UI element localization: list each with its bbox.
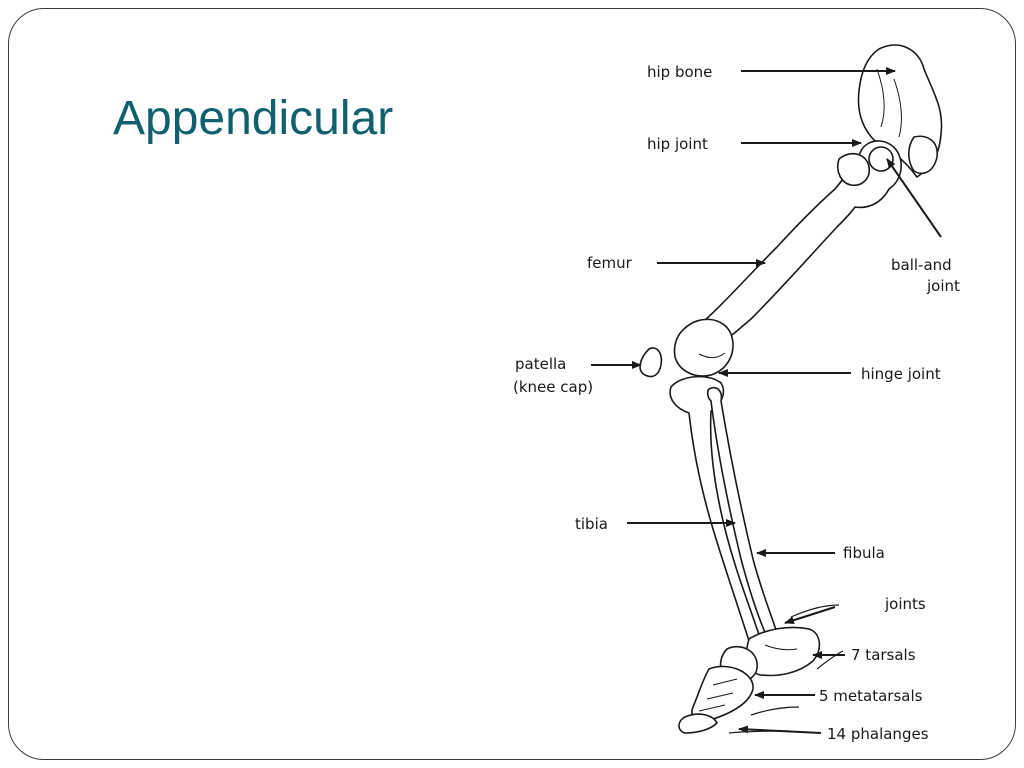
label-hinge-joint: hinge joint (861, 365, 941, 383)
label-femur: femur (587, 254, 633, 272)
phalanges-leader (738, 725, 822, 734)
label-hip-bone: hip bone (647, 63, 712, 81)
ground-line (728, 604, 844, 734)
label-patella-line2: (knee cap) (513, 378, 593, 396)
label-hip-joint: hip joint (647, 135, 708, 153)
hip-bone-drawing (857, 44, 943, 178)
label-patella-line1: patella (515, 355, 566, 373)
label-ball-and-socket-line1: ball-and (891, 256, 952, 274)
leg-skeleton-diagram: hip bone hip joint femur ball-and joint … (513, 44, 960, 743)
slide-frame: Appendicular (8, 8, 1016, 760)
slide-title: Appendicular (113, 92, 394, 145)
joints-leader (784, 606, 836, 625)
ball-and-socket-leader (886, 158, 942, 238)
label-joints: joints (884, 595, 926, 613)
label-phalanges: 14 phalanges (827, 725, 929, 743)
label-tibia: tibia (575, 515, 608, 533)
femur-drawing (673, 140, 902, 377)
patella-drawing (639, 347, 663, 378)
foot-drawing (678, 626, 821, 734)
label-metatarsals: 5 metatarsals (819, 687, 923, 705)
label-ball-and-socket-line2: joint (926, 277, 960, 295)
label-fibula: fibula (843, 544, 885, 562)
label-tarsals: 7 tarsals (851, 646, 916, 664)
